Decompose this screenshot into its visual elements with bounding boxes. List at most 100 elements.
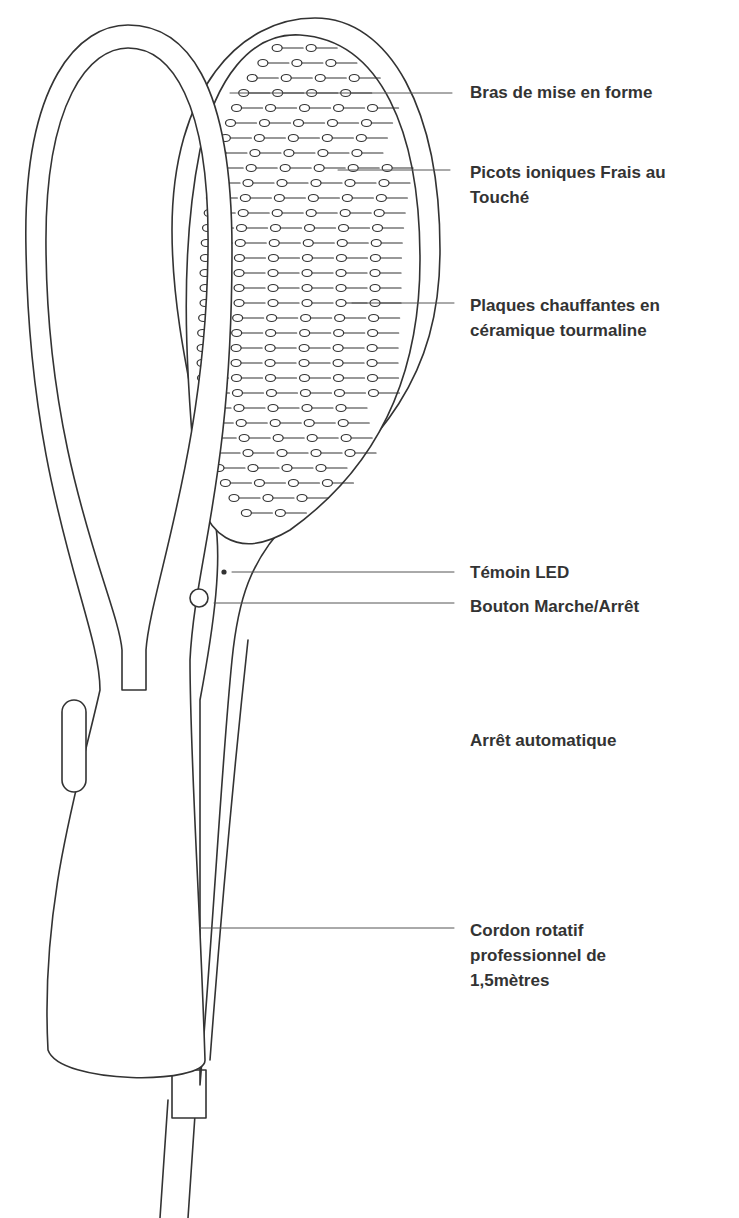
bristle: [260, 120, 291, 127]
bristle: [250, 150, 281, 157]
leader-line: [232, 572, 454, 573]
leader-line: [200, 928, 454, 929]
bristle: [334, 390, 365, 397]
bristle: [311, 180, 342, 187]
bristle: [302, 255, 333, 262]
bristle: [300, 375, 331, 382]
bristle: [266, 390, 297, 397]
bristle: [233, 315, 264, 322]
bristle: [243, 180, 274, 187]
bristle: [303, 240, 334, 247]
bristle: [334, 105, 365, 112]
bristle: [326, 60, 357, 67]
bristle: [311, 450, 342, 457]
part-label: Plaques chauffantes en céramique tourmal…: [470, 293, 732, 343]
bristle: [236, 420, 267, 427]
bristle: [308, 195, 339, 202]
styling-arm: [26, 25, 232, 1078]
bristle: [300, 390, 331, 397]
bristle: [268, 405, 299, 412]
bristle: [299, 360, 330, 367]
bristle: [248, 465, 279, 472]
paddle-edge: [210, 640, 248, 1060]
bristle: [231, 345, 262, 352]
led-indicator: [222, 570, 226, 574]
bristle: [336, 405, 367, 412]
bristle: [266, 105, 297, 112]
bristle: [301, 315, 332, 322]
part-label: Bouton Marche/Arrêt: [470, 594, 732, 619]
part-label: Arrêt automatique: [470, 728, 732, 753]
bristle: [273, 435, 304, 442]
bristle: [370, 285, 401, 292]
bristle: [268, 270, 299, 277]
bristle: [340, 210, 371, 217]
bristle: [338, 420, 369, 427]
bristle: [266, 375, 297, 382]
leader-line: [338, 170, 450, 171]
bristle: [379, 180, 410, 187]
bristle: [302, 405, 333, 412]
bristle: [368, 390, 399, 397]
bristle: [370, 270, 401, 277]
bristle: [368, 375, 399, 382]
bristle: [240, 195, 271, 202]
bristle: [238, 210, 269, 217]
bristle: [368, 105, 399, 112]
part-label: Cordon rotatif professionnel de 1,5mètre…: [470, 918, 630, 993]
bristle: [272, 210, 303, 217]
leader-line: [352, 303, 454, 304]
bristle: [237, 225, 268, 232]
bristle: [306, 210, 337, 217]
handle-slot: [62, 700, 86, 792]
bristle: [322, 135, 353, 142]
bristle: [299, 345, 330, 352]
bristle: [322, 480, 353, 487]
bristle: [367, 360, 398, 367]
bristle: [300, 105, 331, 112]
bristle: [263, 495, 294, 502]
bristle: [374, 210, 405, 217]
bristle: [241, 510, 272, 517]
bristle: [270, 420, 301, 427]
bristle: [315, 75, 346, 82]
bristle: [234, 270, 265, 277]
bristle: [234, 285, 265, 292]
bristle: [307, 435, 338, 442]
bristle: [226, 120, 257, 127]
bristle: [234, 300, 265, 307]
bristle: [243, 450, 274, 457]
bristle: [335, 315, 366, 322]
bristle: [232, 375, 263, 382]
part-label: Bras de mise en forme: [470, 80, 732, 105]
bristle: [266, 330, 297, 337]
bristle: [302, 285, 333, 292]
bristle: [349, 75, 380, 82]
bristle: [265, 360, 296, 367]
bristle: [339, 225, 370, 232]
bristle: [282, 465, 313, 472]
bristle: [373, 225, 404, 232]
bristle: [231, 360, 262, 367]
bristle: [234, 255, 265, 262]
bristle: [281, 75, 312, 82]
part-label: Témoin LED: [470, 560, 732, 585]
bristle: [280, 165, 311, 172]
bristle: [376, 195, 407, 202]
bristle: [304, 420, 335, 427]
bristle: [362, 120, 393, 127]
bristle: [336, 255, 367, 262]
bristle: [254, 135, 285, 142]
leader-line: [214, 603, 454, 604]
bristle: [336, 285, 367, 292]
bristle: [336, 270, 367, 277]
bristle: [258, 60, 289, 67]
bristle: [232, 330, 263, 337]
leader-line: [230, 93, 452, 94]
bristle: [220, 135, 251, 142]
bristle: [341, 435, 372, 442]
bristle: [247, 75, 278, 82]
bristle: [345, 450, 376, 457]
bristle: [352, 150, 383, 157]
bristle: [288, 480, 319, 487]
